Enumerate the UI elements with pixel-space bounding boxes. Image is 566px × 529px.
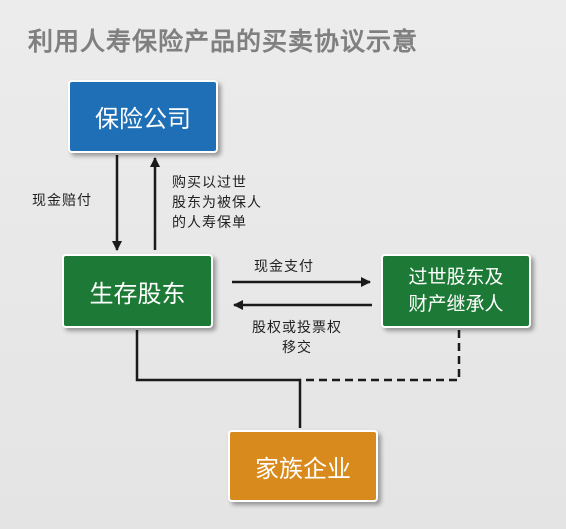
node-family-business: 家族企业 [228,430,378,502]
ownership-line-living [135,330,302,428]
node-insurer: 保险公司 [68,80,218,153]
label-cash-compensation: 现金赔付 [32,193,92,209]
label-equity-transfer: 股权或投票权 移交 [252,320,342,356]
node-living-shareholders: 生存股东 [62,254,213,328]
node-living-shareholders-label: 生存股东 [89,279,186,308]
label-buy-policy: 购买以过世 股东为被保人 的人寿保单 [172,175,262,231]
node-family-business-label: 家族企业 [255,454,351,483]
node-insurer-label: 保险公司 [95,105,191,133]
label-cash-payment: 现金支付 [254,259,314,275]
page-title: 利用人寿保险产品的买卖协议示意 [28,27,419,56]
ownership-line-deceased [300,330,461,382]
node-deceased-heirs-label: 过世股东及 财产继承人 [408,266,504,315]
node-deceased-heirs: 过世股东及 财产继承人 [381,254,531,328]
